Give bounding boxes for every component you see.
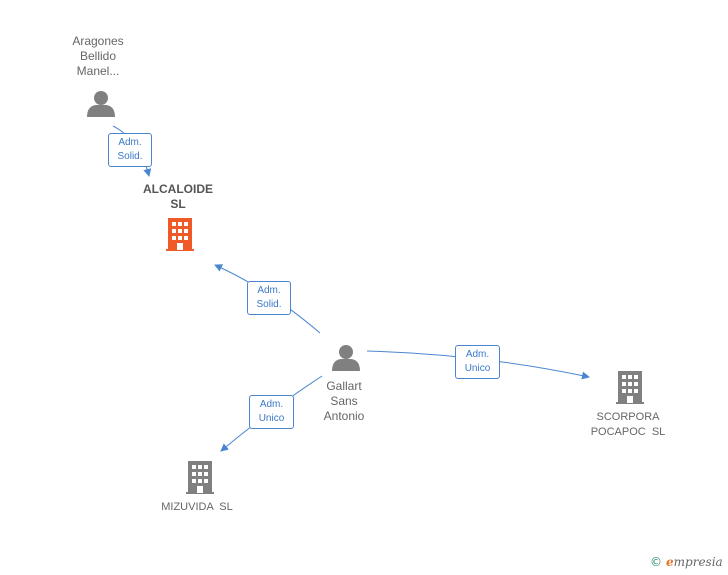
copyright-icon: © — [650, 555, 662, 569]
node-label-mizuvida[interactable]: MIZUVIDA SL — [140, 500, 254, 515]
building-icon[interactable] — [186, 461, 214, 494]
building-icon[interactable] — [616, 371, 644, 404]
node-label-line: Bellido — [79, 49, 117, 63]
edge-label-line: Adm. — [118, 137, 142, 148]
edge-label-line: Adm. — [259, 399, 284, 410]
node-label-alcaloide[interactable]: ALCALOIDE SL — [118, 182, 238, 212]
node-label-line: MIZUVIDA SL — [161, 501, 233, 513]
brand-logo-initial: e — [666, 555, 674, 569]
node-label-aragones[interactable]: Aragones Bellido Manel... — [48, 34, 148, 79]
node-label-line: ALCALOIDE — [143, 182, 213, 196]
node-label-line: Sans — [330, 394, 358, 408]
node-label-scorpora[interactable]: SCORPORA POCAPOC SL — [568, 410, 688, 440]
edge-label-gallart-scorpora[interactable]: Adm. Unico — [455, 345, 500, 379]
edge-label-line: Solid. — [117, 151, 143, 162]
node-label-line: SCORPORA — [596, 411, 660, 423]
person-icon[interactable] — [332, 345, 360, 371]
brand-credit[interactable]: © empresia — [650, 555, 723, 569]
node-label-line: SL — [170, 197, 186, 211]
edge-label-line: Adm. — [465, 349, 490, 360]
building-icon[interactable] — [166, 218, 194, 251]
edge-label-aragones-alcaloide[interactable]: Adm. Solid. — [108, 133, 152, 167]
edge-label-gallart-mizuvida[interactable]: Adm. Unico — [249, 395, 294, 429]
edge-label-line: Adm. — [257, 285, 281, 296]
edge-label-line: Solid. — [256, 299, 282, 310]
node-label-line: Antonio — [323, 409, 365, 423]
node-label-line: Manel... — [76, 64, 120, 78]
edge-label-line: Unico — [464, 363, 491, 374]
node-label-gallart[interactable]: Gallart Sans Antonio — [294, 379, 394, 424]
edge-label-line: Unico — [258, 413, 285, 424]
edge-label-gallart-alcaloide[interactable]: Adm. Solid. — [247, 281, 291, 315]
node-label-line: Gallart — [326, 379, 362, 393]
brand-logo-text: mpresia — [673, 555, 723, 569]
person-icon[interactable] — [87, 91, 115, 117]
node-label-line: POCAPOC SL — [590, 426, 666, 438]
node-label-line: Aragones — [72, 34, 124, 48]
